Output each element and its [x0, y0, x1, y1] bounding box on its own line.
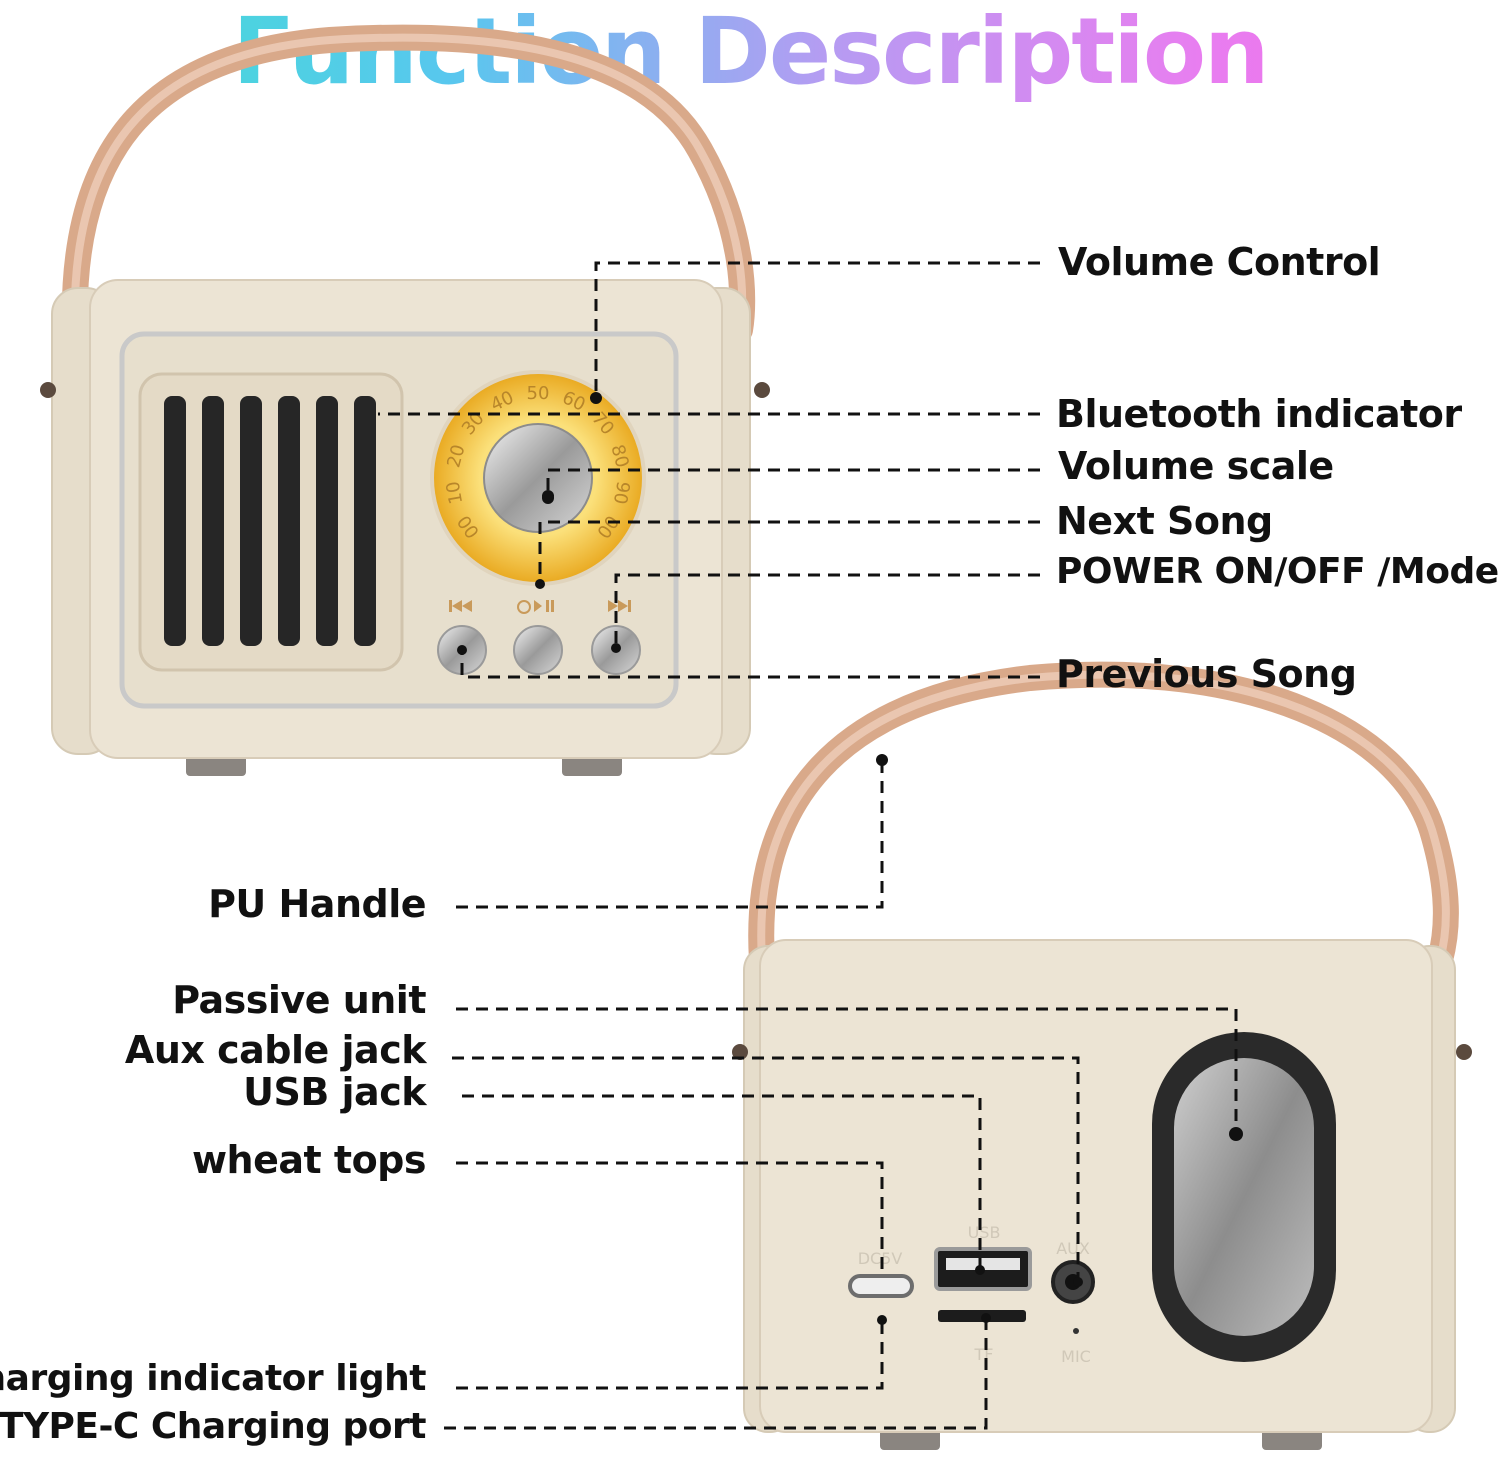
passive-unit-plate [1174, 1058, 1314, 1336]
dial-number: 90 [609, 480, 634, 506]
label-power-mode: POWER ON/OFF /Mode [1056, 551, 1499, 592]
next-icon [608, 600, 631, 612]
dc-port-label: DC5V [858, 1249, 903, 1268]
leader-lines [378, 261, 1238, 1430]
speaker-grille [164, 396, 376, 646]
leader-power-mode [614, 573, 1040, 648]
page-title: Function Description [0, 0, 1500, 105]
aux-port-label: AUX [1056, 1239, 1090, 1258]
dial-number: 10 [442, 480, 467, 506]
mic-hole [1073, 1328, 1079, 1334]
leader-passive-unit [456, 1007, 1238, 1134]
tf-port-label: TF [974, 1345, 994, 1364]
dial-number: 50 [527, 383, 550, 404]
type-c-port [848, 1274, 914, 1298]
previous-icon [449, 600, 472, 612]
back-handle [748, 661, 1459, 973]
usb-port-label: USB [968, 1223, 1001, 1242]
leader-charging-light [456, 1320, 884, 1390]
leader-volume-control [594, 261, 1040, 398]
leader-type-c [444, 1318, 988, 1430]
label-passive-unit: Passive unit [172, 978, 426, 1022]
leader-pu-handle [456, 760, 884, 909]
label-volume-control: Volume Control [1058, 240, 1381, 284]
label-usb-jack: USB jack [243, 1070, 426, 1114]
leader-dots [457, 392, 1243, 1325]
label-wheat-tops: wheat tops [191, 1138, 427, 1182]
power-mode-button [513, 625, 563, 675]
label-charging-indicator-light: Charging indicator light [0, 1358, 427, 1399]
power-play-pause-icon [517, 600, 554, 614]
leader-wheat-tops [456, 1161, 884, 1274]
button-icons-row [449, 600, 631, 614]
label-type-c-charging-port: TYPE-C Charging port [0, 1406, 427, 1447]
volume-knob [483, 423, 593, 533]
label-bluetooth-indicator: Bluetooth indicator [1056, 392, 1462, 436]
label-next-song: Next Song [1056, 499, 1273, 543]
leader-next-song [538, 520, 1040, 584]
label-aux-cable-jack: Aux cable jack [124, 1028, 427, 1072]
label-pu-handle: PU Handle [208, 882, 426, 926]
label-volume-scale: Volume scale [1058, 444, 1334, 488]
leader-aux [452, 1056, 1080, 1282]
mic-label: MIC [1061, 1347, 1091, 1366]
leader-volume-scale [546, 468, 1040, 496]
back-radio: DC5V USB AUX TF MIC [732, 661, 1472, 1450]
label-previous-song: Previous Song [1056, 652, 1357, 696]
